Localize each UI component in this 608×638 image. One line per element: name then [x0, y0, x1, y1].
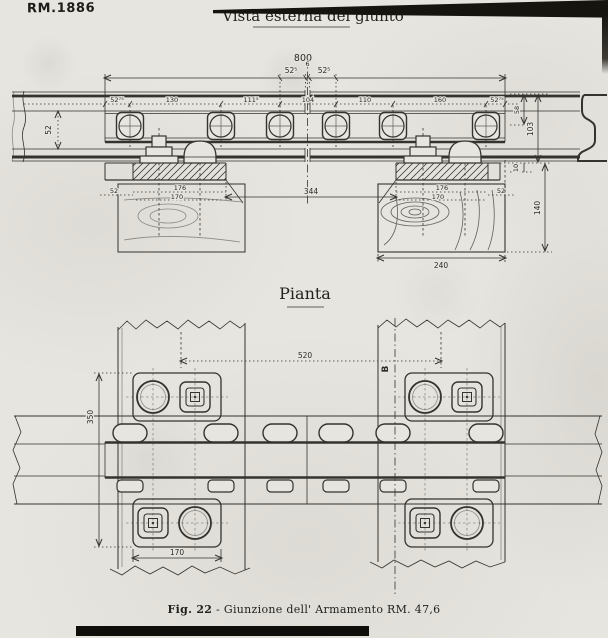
- screw-head-circle: [408, 380, 442, 414]
- plan-left-sleeper: [109, 319, 251, 576]
- chair-bolt-shanks: [422, 128, 466, 238]
- section-label-b: B: [381, 365, 391, 372]
- rail-joint-gap: [304, 90, 311, 162]
- dome-screw: [448, 140, 482, 164]
- plan-fishbolt-nuts: [116, 479, 500, 493]
- dim-web-height: 52: [44, 125, 53, 135]
- plan-fishbolt-heads: [112, 423, 504, 443]
- screw-head-circle: [178, 506, 212, 540]
- plan-rail: [12, 415, 603, 505]
- dim-plate-length: 350: [86, 410, 95, 425]
- scan-edge-artifact-bottom: [76, 626, 369, 636]
- wood-grain: [123, 197, 243, 243]
- chair-plate-bottom-right: [404, 498, 494, 548]
- dim-joint-right: 52⁵: [318, 66, 331, 75]
- t-bolt: [139, 135, 179, 164]
- dim-between-chairs: 344: [304, 187, 319, 196]
- dim-joint-gap: 6: [305, 60, 309, 68]
- hatching: [395, 162, 489, 181]
- dim-joint-left: 52⁵: [285, 66, 298, 75]
- right-sleeper: [377, 183, 506, 253]
- plan-dimensions: 520 350 170: [85, 332, 441, 562]
- rail-break-ends: [12, 415, 603, 505]
- dome-screw: [183, 140, 217, 164]
- left-sleeper: [117, 183, 246, 253]
- dim-chair-right-bottom: 170: [432, 193, 444, 201]
- chair-plate-bottom-left: [132, 498, 222, 548]
- bolt-head-square: [137, 507, 169, 539]
- dim-chair-right-edge: 52: [497, 187, 505, 195]
- screw-head-circle: [450, 506, 484, 540]
- figure-caption-label: Fig. 22: [167, 603, 213, 616]
- chair-plate-top-right: [404, 372, 494, 422]
- bolt-head-square: [179, 381, 211, 413]
- dim-sleeper-height: 140: [533, 201, 542, 216]
- break-line: [11, 91, 15, 162]
- chair-bolt-shanks: [158, 128, 201, 238]
- break-line: [22, 90, 26, 163]
- scan-edge-artifact-right: [602, 12, 608, 74]
- fishplate-joint: [104, 113, 506, 144]
- chair-bevel: [225, 179, 244, 204]
- break-edge-bottom: [109, 565, 251, 576]
- chain-dim-4: 110: [359, 96, 371, 104]
- dim-foot-plate: 10: [512, 164, 520, 172]
- chair-plate-top-left: [132, 372, 222, 422]
- dim-chair-left-bottom: 170: [171, 193, 183, 201]
- dim-head-height: 58: [513, 106, 521, 114]
- chain-dim-3: 104: [302, 96, 314, 104]
- plan-view: Pianta: [12, 284, 603, 595]
- dim-rail-height: 103: [526, 122, 535, 137]
- dim-chair-right-top: 176: [436, 184, 448, 192]
- rail-section-profile: [577, 94, 607, 162]
- elevation-view: Vista esterna del giunto: [11, 7, 607, 271]
- dim-chair-left-top: 176: [174, 184, 186, 192]
- plate-ends-and-gap: [104, 416, 506, 504]
- left-chair-assembly: [104, 128, 244, 238]
- fishplate-bolts: [115, 111, 501, 141]
- bolt-head-square: [451, 381, 483, 413]
- dim-overall: 800: [294, 53, 312, 64]
- dim-sleeper-width: 240: [434, 261, 449, 270]
- wood-grain: [380, 189, 495, 251]
- hatching: [132, 162, 227, 181]
- screw-head-circle: [136, 380, 170, 414]
- right-chair-assembly: [378, 128, 501, 238]
- chain-dim-2: 111⁵: [243, 96, 258, 104]
- fastener-centerlines: [126, 368, 500, 552]
- figure-caption-text: Giunzione dell' Armamento RM. 47,6: [223, 603, 441, 616]
- dim-plate-width: 170: [170, 548, 185, 557]
- figure-caption-separator: -: [216, 603, 221, 616]
- dim-sleeper-spacing: 520: [298, 351, 313, 360]
- t-bolt: [403, 135, 443, 164]
- figure-caption: Fig. 22 - Giunzione dell' Armamento RM. …: [0, 603, 608, 616]
- chain-dim-5: 160: [434, 96, 446, 104]
- chain-dim-6: 52⁷⁵: [490, 96, 504, 104]
- break-edge-top: [117, 319, 246, 331]
- break-edge-top: [377, 318, 506, 329]
- bolt-head-square: [409, 507, 441, 539]
- chain-dim-1: 130: [166, 96, 178, 104]
- break-edge-bottom: [369, 559, 506, 569]
- elevation-dimensions: 800 52⁵ 6 52⁵ 52⁷⁵ 130 111⁵ 104 110 160 …: [24, 52, 552, 271]
- bolt-cross-marks: [119, 114, 497, 138]
- dim-chair-left-edge: 52: [110, 187, 118, 195]
- fishplate-edges: [105, 441, 505, 479]
- chair-bevel: [378, 179, 397, 204]
- chain-ticks: [102, 100, 508, 108]
- chain-dim-0: 52⁷⁵: [110, 96, 124, 104]
- plan-title: Pianta: [279, 284, 331, 303]
